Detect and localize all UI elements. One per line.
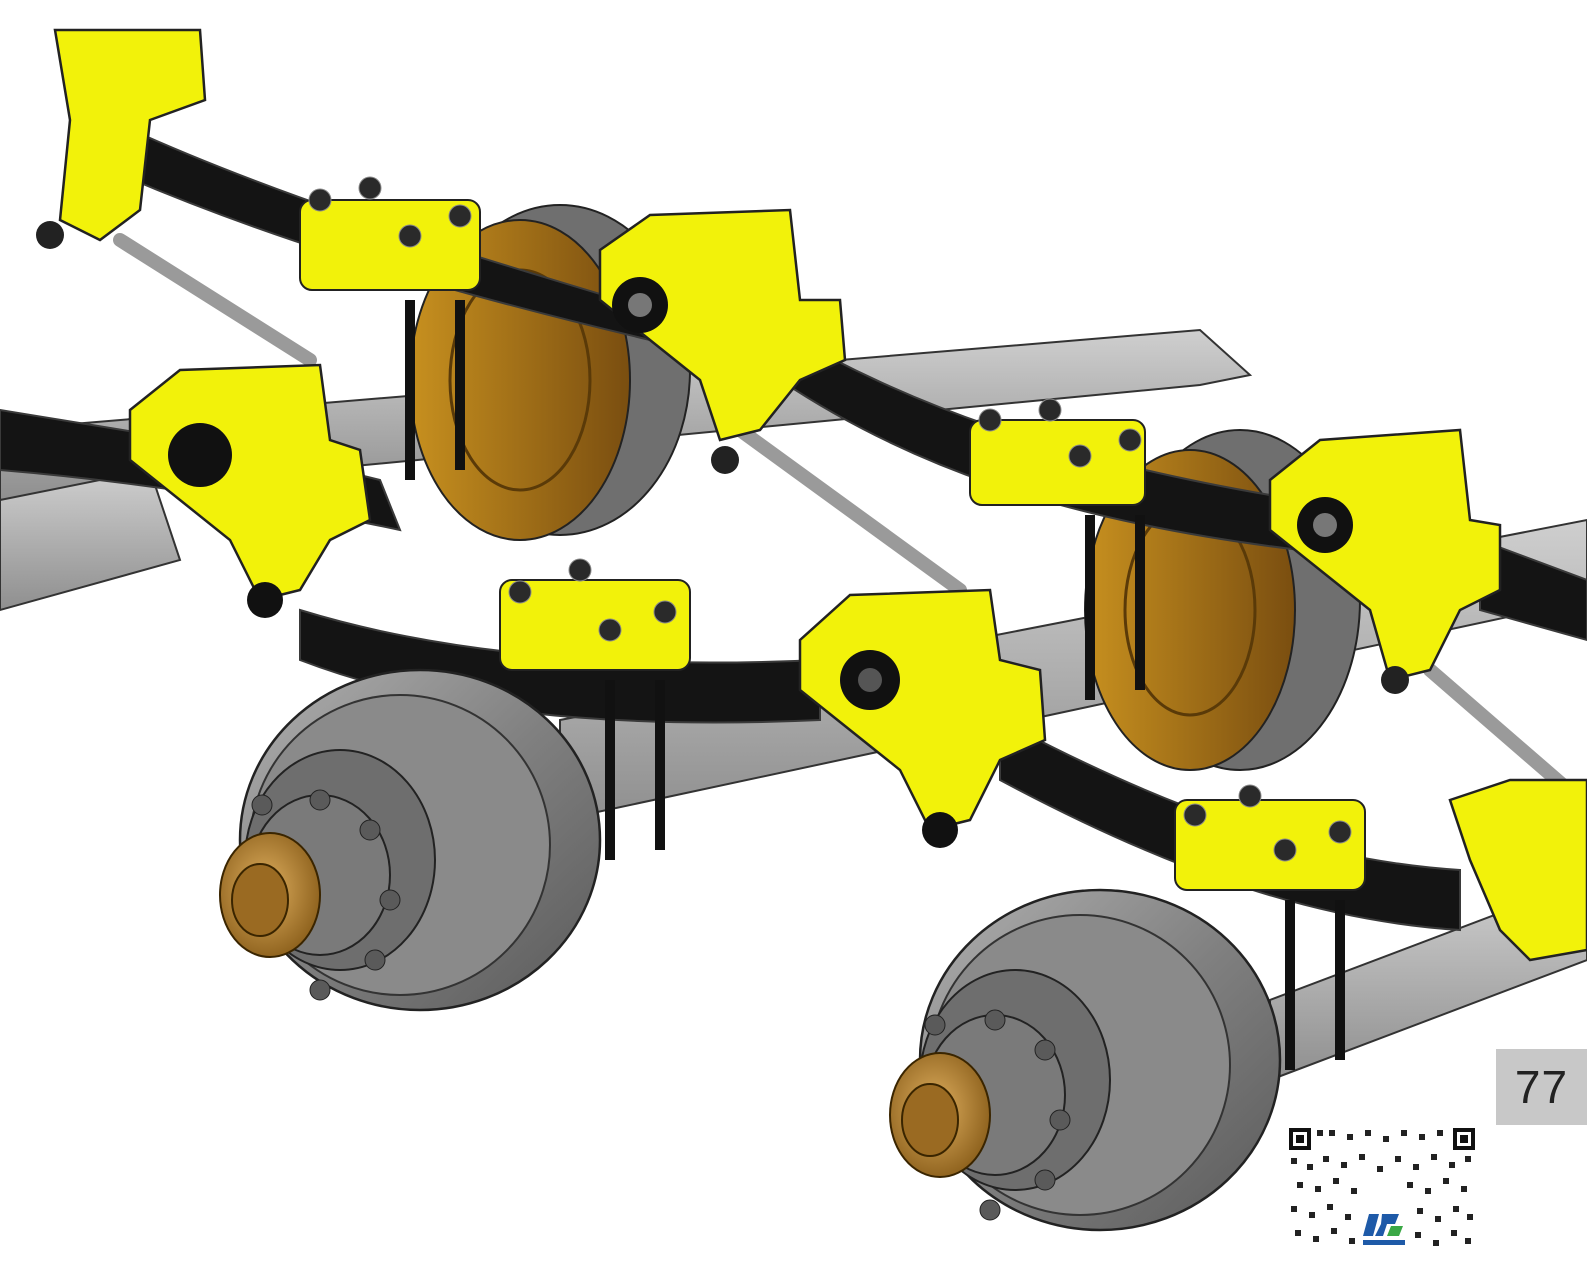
hangers [53, 28, 1587, 962]
pivot-bolts [36, 221, 1409, 848]
page-number: 77 [1514, 1061, 1569, 1113]
torque-rods [113, 233, 1587, 807]
spring-seats [299, 199, 1366, 891]
transtec-logo-icon [1359, 1208, 1409, 1250]
front-brake-drum-right [889, 888, 1282, 1232]
qr-code [1287, 1126, 1477, 1258]
qr-code-icon [1287, 1126, 1477, 1258]
front-brake-drum-left [219, 668, 602, 1012]
u-bolts [405, 300, 1345, 1070]
nuts [308, 176, 1352, 862]
page-number-badge: 77 [1496, 1049, 1587, 1125]
